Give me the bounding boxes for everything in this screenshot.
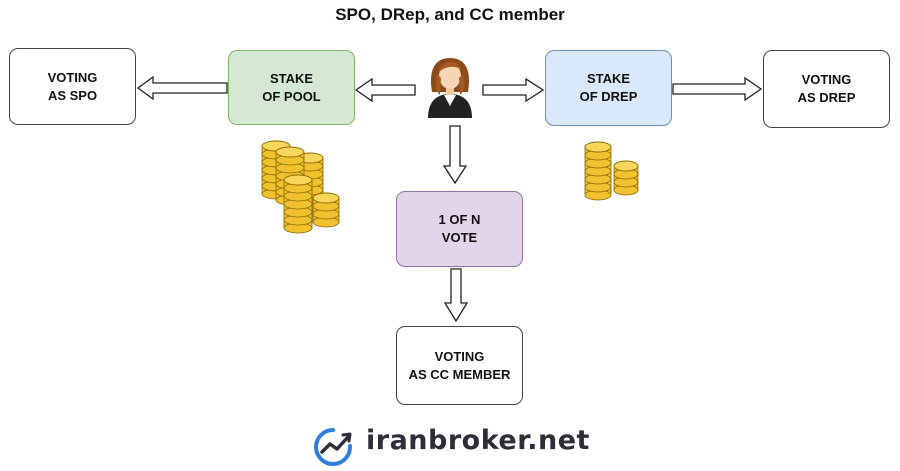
diagram-title: SPO, DRep, and CC member: [335, 5, 565, 24]
arrow-to-voting-as-spo: [136, 75, 228, 101]
coin-stack-icon-pool: [261, 140, 340, 234]
arrow-to-voting-as-drep: [672, 76, 763, 102]
box-label: AS DREP: [797, 90, 856, 105]
arrow-to-stake-of-drep: [482, 77, 545, 103]
box-label: AS CC MEMBER: [408, 366, 511, 382]
voting-as-spo-box: VOTING AS SPO: [9, 48, 136, 125]
voting-as-cc-member-box: VOTING AS CC MEMBER: [396, 326, 523, 405]
box-label: AS SPO: [47, 87, 98, 103]
coin-stack-icon-drep: [584, 141, 639, 201]
logo-chart-icon: [314, 428, 353, 466]
arrow-to-stake-of-pool: [354, 77, 416, 103]
box-label: VOTING: [434, 348, 485, 364]
box-label: OF POOL: [262, 88, 321, 104]
box-label: VOTING: [801, 72, 852, 87]
arrow-to-one-of-n-vote: [442, 125, 468, 185]
box-label: OF DREP: [579, 89, 638, 104]
voting-as-drep-box: VOTING AS DREP: [763, 50, 890, 128]
box-label: VOTE: [441, 230, 478, 245]
box-label: STAKE: [269, 70, 314, 86]
stake-of-pool-box: STAKE OF POOL: [228, 50, 355, 125]
one-of-n-vote-box: 1 OF N VOTE: [396, 191, 523, 267]
box-label: 1 OF N: [438, 212, 481, 227]
arrow-to-voting-as-cc-member: [443, 268, 469, 323]
person-avatar-icon: [428, 58, 472, 118]
box-label: STAKE: [586, 71, 631, 86]
stake-of-drep-box: STAKE OF DREP: [545, 50, 672, 126]
box-label: VOTING: [47, 69, 98, 85]
logo-text: iranbroker.net: [366, 425, 590, 456]
